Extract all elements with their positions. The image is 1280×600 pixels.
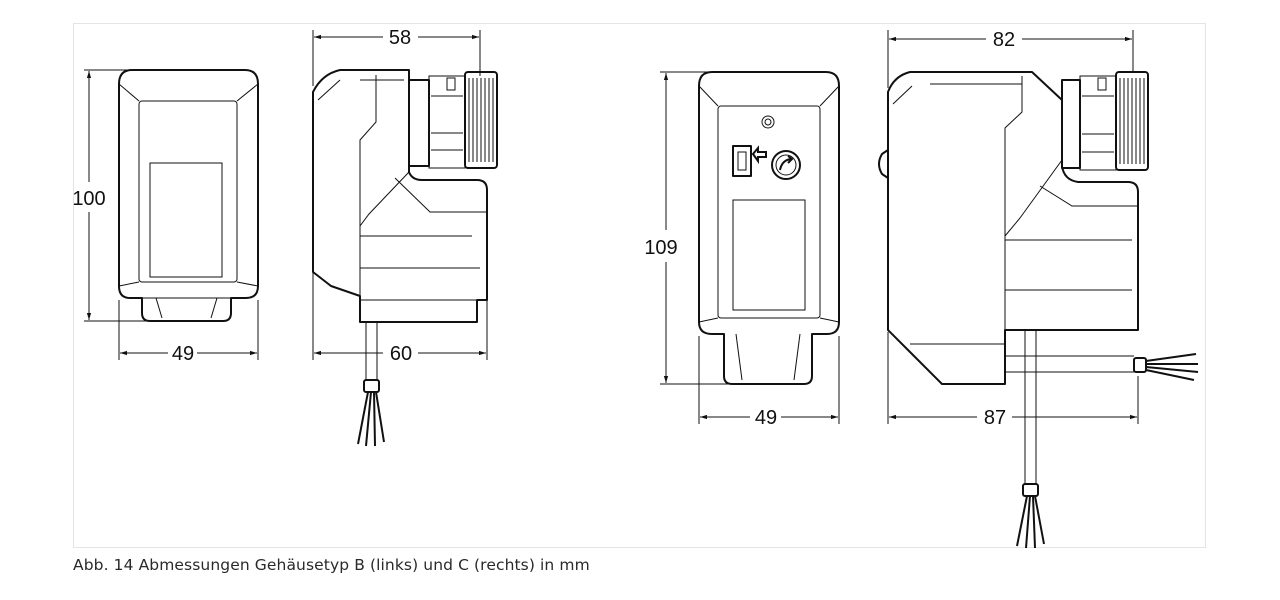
dim-c-front-width: 49 (698, 336, 840, 429)
dim-c-side-top: 82 (887, 29, 1134, 88)
dim-label-c-height: 109 (644, 237, 677, 259)
housing-b-front-view (118, 69, 259, 322)
housing-c-front-view (698, 71, 840, 385)
dim-label-c-width: 49 (755, 407, 777, 429)
dim-label-c-side-bottom: 87 (984, 407, 1006, 429)
dim-b-side-top: 58 (312, 27, 481, 86)
dim-b-front-height: 100 (72, 69, 146, 322)
dim-label-b-side-top: 58 (389, 27, 411, 49)
dim-label-b-width: 49 (172, 343, 194, 365)
dim-label-b-side-bottom: 60 (390, 343, 412, 365)
dim-c-side-bottom: 87 (887, 332, 1139, 429)
dim-label-b-height: 100 (72, 188, 105, 210)
dim-b-side-bottom: 60 (312, 272, 488, 365)
dim-label-c-side-top: 82 (993, 29, 1015, 51)
housing-b-side-view (312, 69, 498, 447)
housing-c-side-view (878, 71, 1199, 549)
dim-c-front-height: 109 (644, 71, 728, 385)
figure-caption: Abb. 14 Abmessungen Gehäusetyp B (links)… (73, 556, 590, 574)
dim-b-front-width: 49 (118, 300, 259, 365)
